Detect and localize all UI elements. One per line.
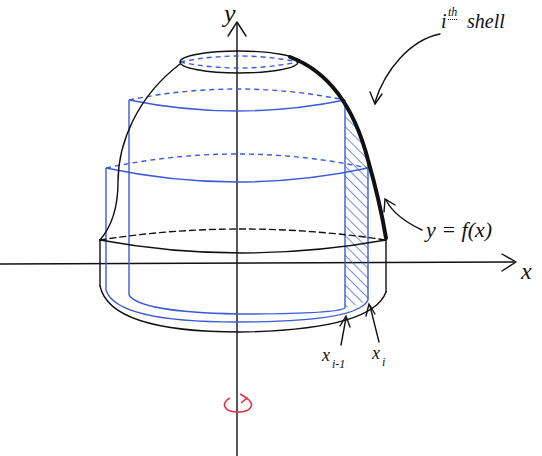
axis-arrowhead bbox=[502, 254, 516, 271]
rotation-arrow bbox=[224, 398, 251, 412]
tick-subscript: i-1 bbox=[332, 358, 345, 371]
curve-label: y = f(x) bbox=[426, 218, 492, 242]
shell-label: i bbox=[441, 10, 447, 32]
axis-label: x bbox=[521, 258, 532, 284]
tick-label: x bbox=[322, 346, 330, 366]
shell-label: shell bbox=[467, 10, 505, 32]
tick-label: x bbox=[372, 344, 380, 364]
x-axis bbox=[0, 262, 514, 264]
tick-subscript: i bbox=[382, 356, 385, 369]
shell-label-suffix: th bbox=[448, 6, 457, 20]
axis-label: y bbox=[224, 0, 236, 29]
